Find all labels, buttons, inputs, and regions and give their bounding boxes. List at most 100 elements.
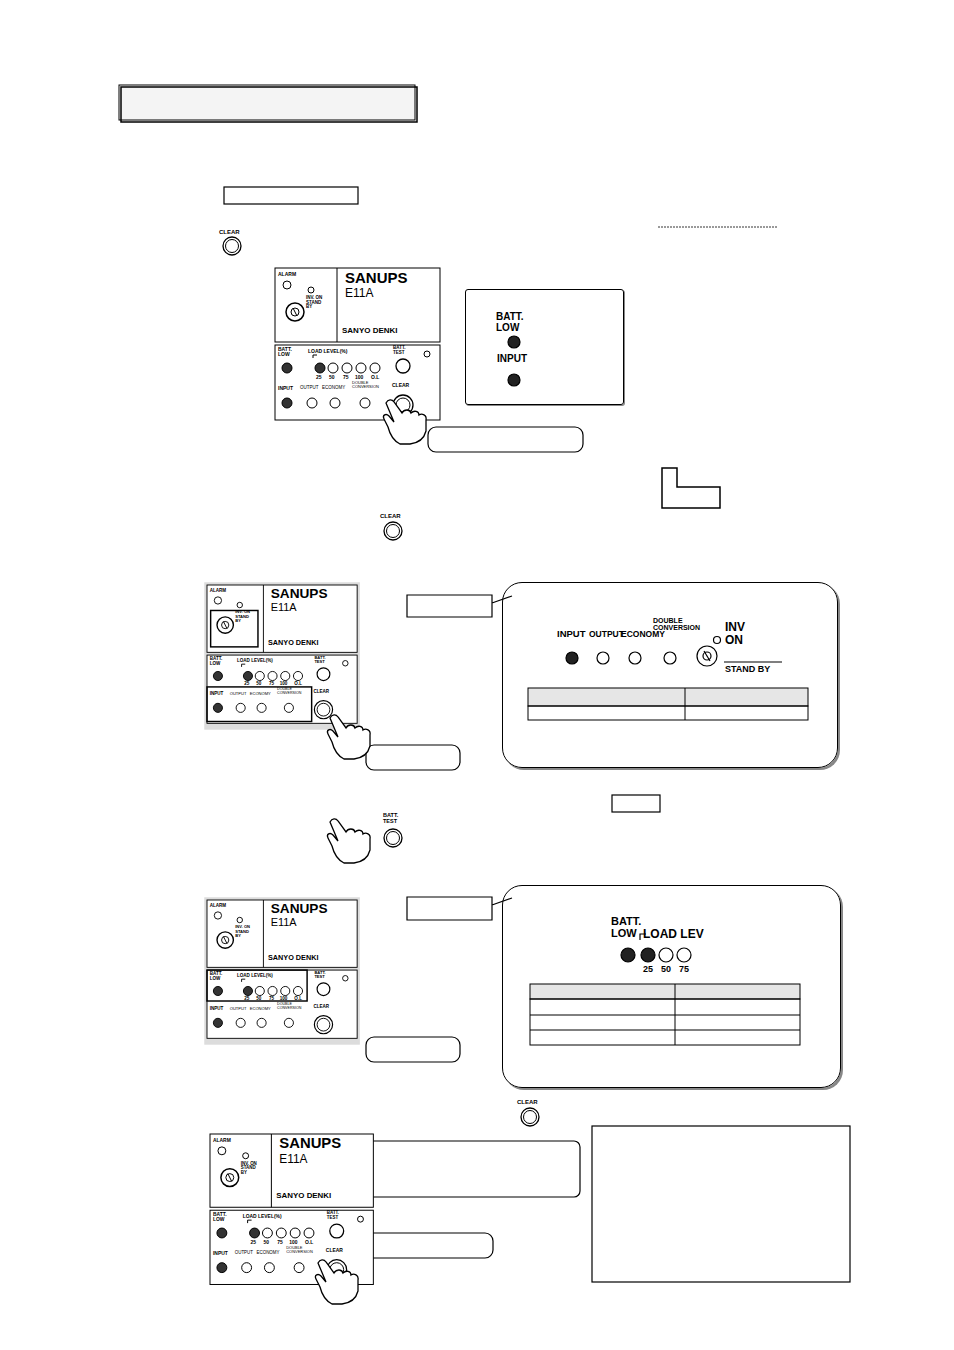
panel-label: INPUT bbox=[210, 692, 224, 697]
panel-label: CLEAR bbox=[313, 1005, 329, 1010]
panel-label: 25 bbox=[251, 1240, 257, 1245]
indicator-label: INPUT bbox=[557, 629, 586, 639]
ups-panel bbox=[204, 897, 360, 1044]
panel-label: 75 bbox=[269, 682, 274, 687]
panel-label: BATT. TEST bbox=[383, 813, 405, 825]
indicator-label: INV ON bbox=[725, 621, 759, 646]
panel-label: 100 bbox=[289, 1240, 297, 1245]
panel-label: LOAD LEVEL(%) bbox=[237, 659, 273, 664]
panel-label: E11A bbox=[345, 287, 373, 300]
panel-label: ALARM bbox=[210, 589, 226, 594]
panel-label: O.L bbox=[294, 997, 302, 1002]
panel-label: 50 bbox=[256, 682, 261, 687]
panel-label: BATT. LOW bbox=[210, 657, 230, 667]
panel-label: 25 bbox=[316, 375, 322, 380]
panel-label: INPUT bbox=[278, 386, 293, 391]
zoom-box: BATT. LOWLOAD LEV255075 bbox=[502, 885, 841, 1088]
panel-label: INPUT bbox=[210, 1007, 224, 1012]
panel-label: 75 bbox=[277, 1240, 283, 1245]
panel-label: ECONOMY bbox=[250, 1007, 271, 1011]
panel-label: INPUT bbox=[213, 1251, 228, 1256]
panel-label: ALARM bbox=[213, 1138, 231, 1143]
panel-label: INV. ON STAND BY bbox=[306, 296, 328, 310]
panel-label: LOAD LEVEL(%) bbox=[237, 974, 273, 979]
panel-label: 25 bbox=[244, 997, 249, 1002]
indicator-label: 25 bbox=[643, 965, 653, 974]
pointing-hand bbox=[327, 819, 370, 863]
panel-label: O.L bbox=[294, 682, 302, 687]
panel-label: SANUPS bbox=[271, 587, 328, 601]
panel-label: BATT. TEST bbox=[314, 656, 336, 665]
panel-label: 25 bbox=[244, 682, 249, 687]
panel-label: E11A bbox=[279, 1153, 307, 1165]
panel-label: DOUBLE CONVERSION bbox=[277, 688, 304, 696]
panel-label: 100 bbox=[280, 997, 288, 1002]
panel-label: ECONOMY bbox=[322, 386, 345, 391]
panel-label: BATT. LOW bbox=[213, 1212, 235, 1222]
indicator-label: 75 bbox=[679, 965, 689, 974]
indicator-label: STAND BY bbox=[725, 665, 770, 674]
panel-label: ALARM bbox=[210, 904, 226, 909]
panel-label: OUTPUT bbox=[230, 1007, 247, 1011]
panel-label: CLEAR bbox=[313, 690, 329, 695]
panel-label: ECONOMY bbox=[250, 692, 271, 696]
panel-label: INV. ON STAND BY bbox=[235, 925, 255, 938]
panel-label: INV. ON STAND BY bbox=[241, 1162, 263, 1176]
panel-label: LOAD LEVEL(%) bbox=[308, 349, 347, 354]
panel-label: DOUBLE CONVERSION bbox=[286, 1246, 316, 1254]
panel-label: CLEAR bbox=[392, 383, 409, 388]
panel-label: SANUPS bbox=[279, 1136, 341, 1152]
panel-label: INV. ON STAND BY bbox=[235, 610, 255, 623]
indicator-label: LOAD LEV bbox=[643, 928, 704, 941]
panel-label: 50 bbox=[329, 375, 335, 380]
panel-label: BATT. TEST bbox=[327, 1211, 351, 1220]
pointing-hand bbox=[315, 1260, 358, 1304]
panel-label: OUTPUT bbox=[300, 386, 319, 391]
panel-label: SANUPS bbox=[345, 270, 408, 286]
panel-label: OUTPUT bbox=[235, 1251, 253, 1256]
panel-label: SANYO DENKI bbox=[276, 1192, 331, 1200]
panel-label: O.L bbox=[371, 375, 379, 380]
panel-label: BATT. LOW bbox=[210, 972, 230, 982]
indicator-label: DOUBLE CONVERSION bbox=[653, 617, 691, 632]
button-icon bbox=[384, 522, 402, 540]
ups-panel bbox=[210, 1134, 373, 1284]
panel-label: CLEAR bbox=[219, 229, 240, 235]
panel-label: BATT. TEST bbox=[393, 346, 417, 355]
panel-label: E11A bbox=[271, 602, 297, 613]
panel-label: BATT. TEST bbox=[314, 971, 336, 980]
ups-panel bbox=[204, 582, 360, 729]
panel-label: 100 bbox=[355, 375, 363, 380]
panel-label: DOUBLE CONVERSION bbox=[277, 1003, 304, 1011]
panel-label: DOUBLE CONVERSION bbox=[352, 381, 382, 389]
panel-label: SANUPS bbox=[271, 902, 328, 916]
zoom-box: INPUTOUTPUTECONOMYDOUBLE CONVERSIONINV O… bbox=[502, 582, 838, 768]
panel-label: ECONOMY bbox=[257, 1251, 280, 1256]
button-icon bbox=[223, 237, 241, 255]
panel-label: 50 bbox=[256, 997, 261, 1002]
panel-label: 75 bbox=[343, 375, 349, 380]
pointing-hand bbox=[327, 715, 370, 759]
button-icon bbox=[521, 1108, 539, 1126]
panel-label: SANYO DENKI bbox=[268, 639, 318, 647]
panel-label: 75 bbox=[269, 997, 274, 1002]
indicator-label: 50 bbox=[661, 965, 671, 974]
panel-label: 50 bbox=[263, 1240, 269, 1245]
panel-label: LOAD LEVEL(%) bbox=[243, 1214, 282, 1219]
zoom-box: BATT. LOW INPUT bbox=[465, 289, 624, 405]
indicator-label: BATT. LOW bbox=[496, 312, 536, 333]
panel-label: O.L bbox=[305, 1240, 313, 1245]
panel-label: CLEAR bbox=[380, 513, 401, 519]
ups-panel bbox=[275, 268, 440, 420]
panel-label: E11A bbox=[271, 917, 297, 928]
panel-label: SANYO DENKI bbox=[268, 954, 318, 962]
panel-label: OUTPUT bbox=[230, 692, 247, 696]
panel-label: SANYO DENKI bbox=[342, 327, 398, 335]
panel-label: CLEAR bbox=[517, 1099, 538, 1105]
indicator-label: OUTPUT bbox=[589, 630, 624, 639]
panel-label: CLEAR bbox=[326, 1248, 343, 1253]
pointing-hand bbox=[383, 400, 426, 444]
indicator-label: INPUT bbox=[497, 354, 527, 365]
button-icon bbox=[384, 829, 402, 847]
